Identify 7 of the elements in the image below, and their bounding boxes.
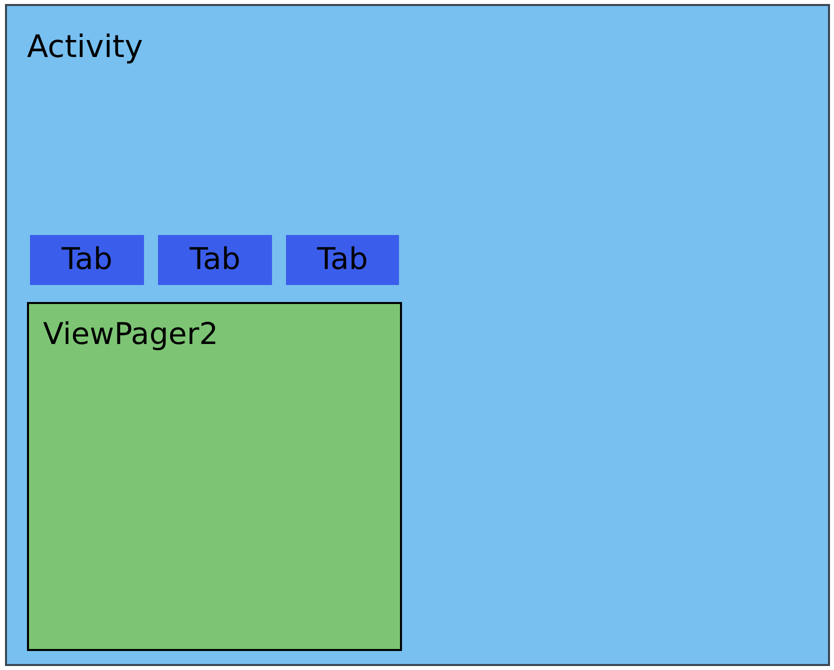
activity-container (5, 4, 830, 666)
tab: Tab (158, 235, 272, 285)
container-title: Activity (27, 32, 143, 63)
container-title: ViewPager2 (43, 320, 218, 350)
tab: Tab (286, 235, 399, 285)
viewpager-container (27, 302, 402, 651)
tab: Tab (30, 235, 144, 285)
